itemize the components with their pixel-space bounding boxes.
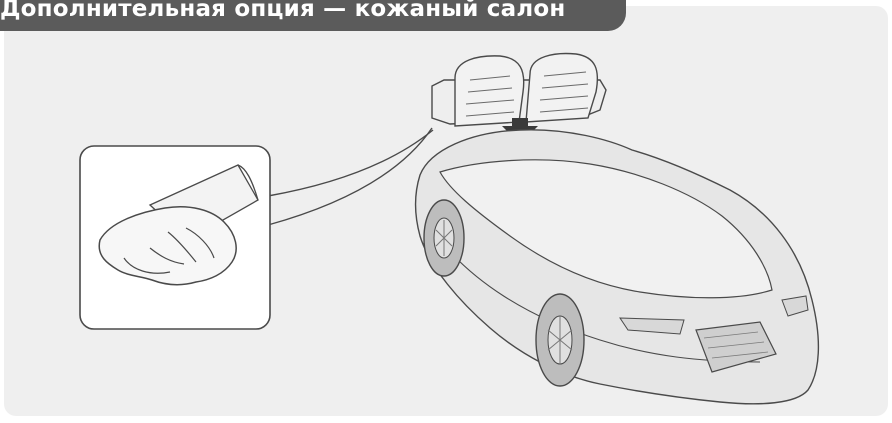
car-shaped-bed-icon [416, 130, 819, 404]
leather-seat-cover-icon [432, 54, 606, 126]
callout-lines [268, 128, 433, 225]
hand-pressing-seat-material-icon [80, 146, 270, 329]
